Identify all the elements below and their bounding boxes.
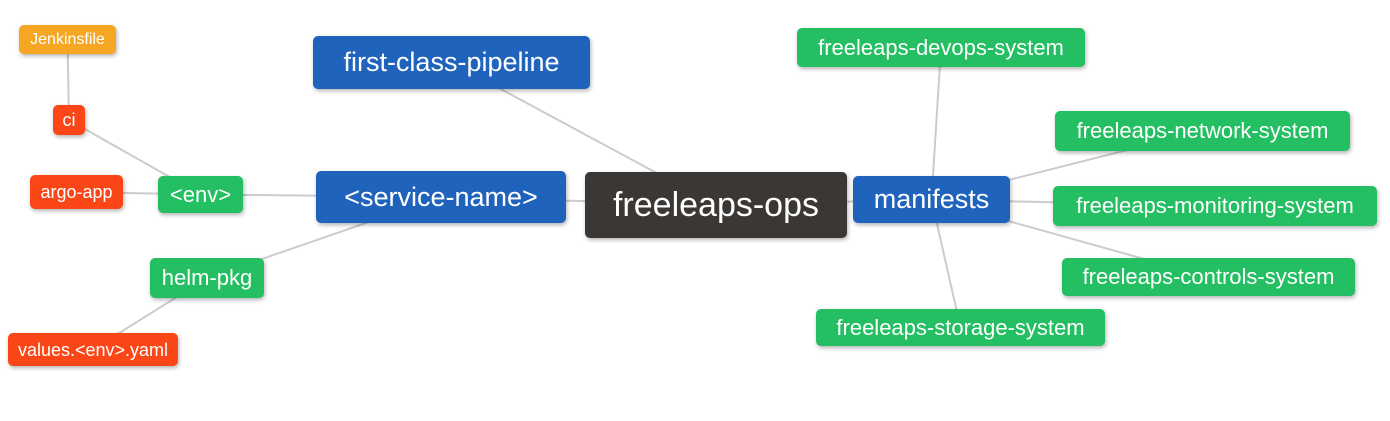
node-helm-pkg[interactable]: helm-pkg bbox=[150, 258, 264, 298]
edge-manifests--devops-system bbox=[930, 47, 942, 200]
node-first-class-pipeline[interactable]: first-class-pipeline bbox=[313, 36, 590, 89]
node-devops-system[interactable]: freeleaps-devops-system bbox=[797, 28, 1085, 67]
node-values-env-yaml[interactable]: values.<env>.yaml bbox=[8, 333, 178, 366]
node-storage-system[interactable]: freeleaps-storage-system bbox=[816, 309, 1105, 346]
node-argo-app[interactable]: argo-app bbox=[30, 175, 123, 209]
node-jenkinsfile[interactable]: Jenkinsfile bbox=[19, 25, 116, 54]
node-service-name[interactable]: <service-name> bbox=[316, 171, 566, 223]
node-ci[interactable]: ci bbox=[53, 105, 85, 135]
node-freeleaps-ops[interactable]: freeleaps-ops bbox=[585, 172, 847, 238]
node-monitoring-system[interactable]: freeleaps-monitoring-system bbox=[1053, 186, 1377, 226]
node-network-system[interactable]: freeleaps-network-system bbox=[1055, 111, 1350, 151]
node-controls-system[interactable]: freeleaps-controls-system bbox=[1062, 258, 1355, 296]
node-env[interactable]: <env> bbox=[158, 176, 243, 213]
node-manifests[interactable]: manifests bbox=[853, 176, 1010, 223]
